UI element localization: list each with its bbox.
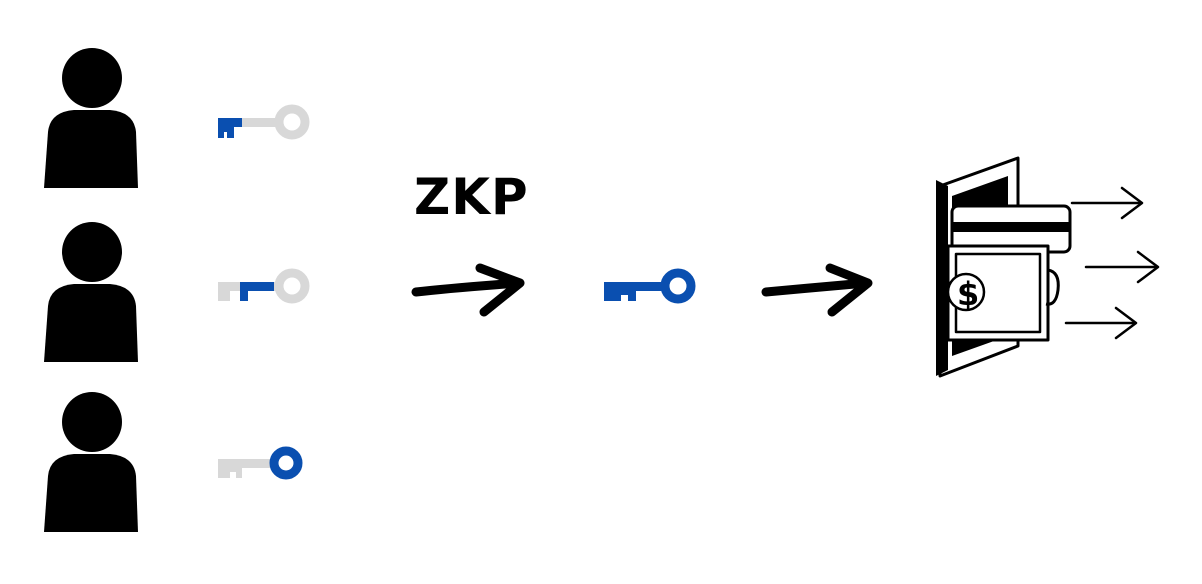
combined-key-icon xyxy=(604,268,696,304)
wallet-icon: $ xyxy=(936,156,1072,378)
participant-2 xyxy=(44,222,138,362)
participant-3 xyxy=(44,392,138,532)
svg-text:$: $ xyxy=(957,275,979,313)
arrow-right-icon xyxy=(1084,250,1160,284)
person-icon xyxy=(44,392,138,532)
key-share-2-icon xyxy=(218,268,310,304)
arrow-right-icon xyxy=(1070,186,1144,220)
outflow-arrows xyxy=(1064,186,1160,340)
arrow-right-icon xyxy=(1064,306,1138,340)
zkp-label: ZKP xyxy=(414,168,529,226)
participant-1 xyxy=(44,48,138,188)
arrow-right-icon xyxy=(411,263,525,317)
arrow-right-icon xyxy=(761,263,873,317)
key-share-3-icon xyxy=(218,446,303,480)
person-icon xyxy=(44,222,138,362)
person-icon xyxy=(44,48,138,188)
key-share-1-icon xyxy=(218,104,310,140)
